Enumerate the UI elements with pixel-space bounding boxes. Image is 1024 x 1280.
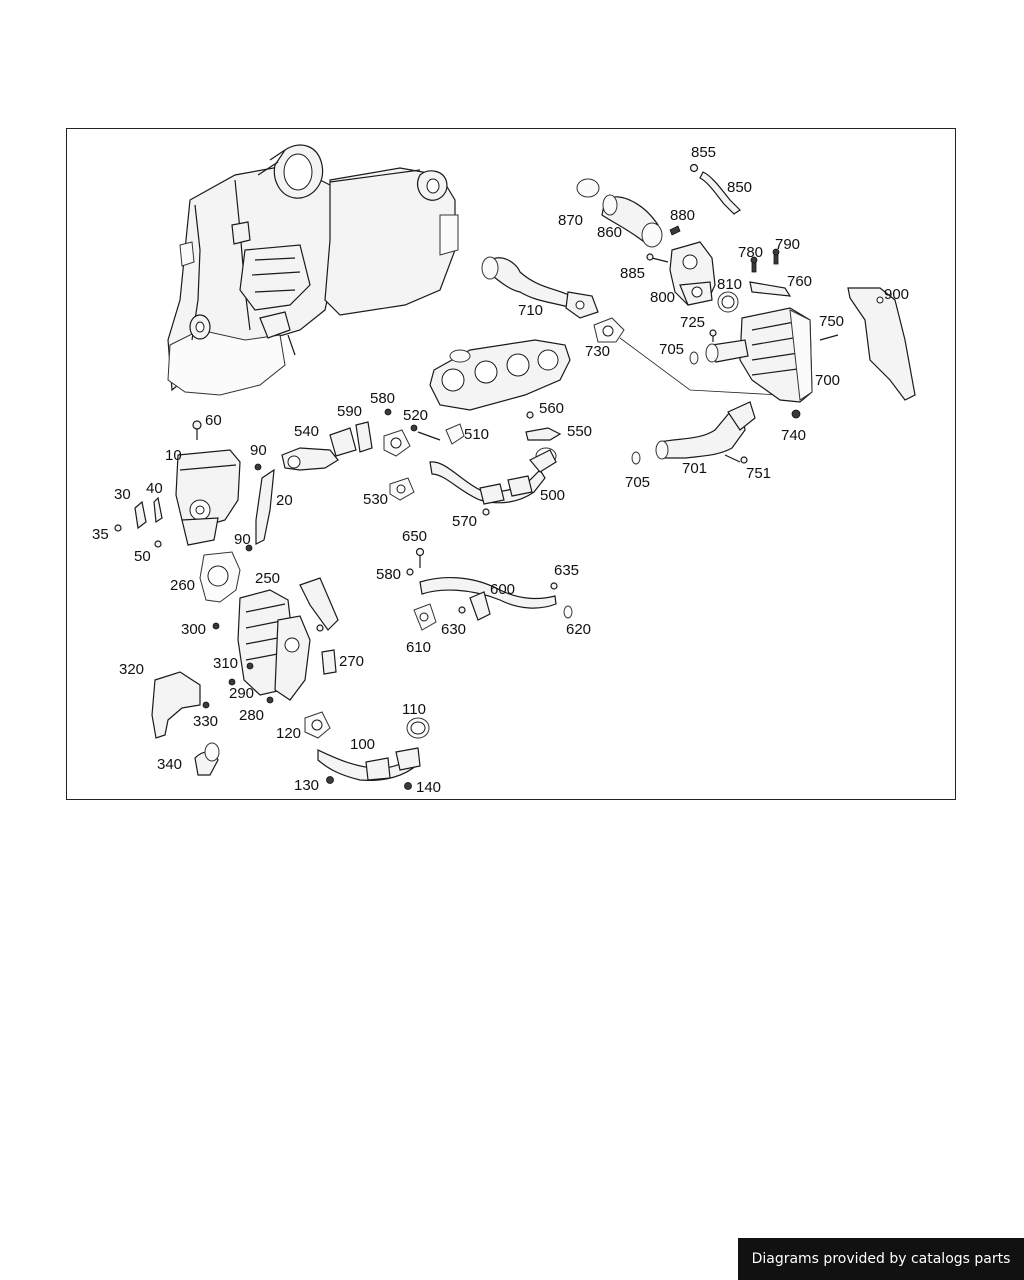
callout-800: 800 — [650, 289, 675, 306]
callout-620: 620 — [566, 621, 591, 638]
callout-130: 130 — [294, 777, 319, 794]
pipe-500 — [383, 429, 557, 516]
callout-260: 260 — [170, 577, 195, 594]
callout-610: 610 — [406, 639, 431, 656]
callout-730: 730 — [585, 343, 610, 360]
egr-cooler-700 — [689, 307, 839, 419]
cooler-assembly-250 — [199, 551, 339, 704]
callout-580: 580 — [376, 566, 401, 583]
callout-880: 880 — [670, 207, 695, 224]
particulate-filter-assembly — [167, 144, 459, 396]
callout-300: 300 — [181, 621, 206, 638]
pipe-710 — [481, 256, 599, 319]
callout-900: 900 — [884, 286, 909, 303]
callout-90: 90 — [250, 442, 267, 459]
callout-330: 330 — [193, 713, 218, 730]
callout-520: 520 — [403, 407, 428, 424]
callout-320: 320 — [119, 661, 144, 678]
callout-560: 560 — [539, 400, 564, 417]
pipe-320-340 — [151, 671, 220, 776]
manifold-small-parts — [281, 408, 562, 471]
heat-shield-900 — [847, 287, 916, 401]
callout-705: 705 — [625, 474, 650, 491]
callout-290: 290 — [229, 685, 254, 702]
callout-100: 100 — [350, 736, 375, 753]
callout-635: 635 — [554, 562, 579, 579]
callout-30: 30 — [114, 486, 131, 503]
callout-701: 701 — [682, 460, 707, 477]
callout-90: 90 — [234, 531, 251, 548]
callout-580: 580 — [370, 390, 395, 407]
egr-valve-800 — [646, 241, 792, 313]
callout-120: 120 — [276, 725, 301, 742]
callout-40: 40 — [146, 480, 163, 497]
callout-530: 530 — [363, 491, 388, 508]
callout-810: 810 — [717, 276, 742, 293]
pipe-100 — [304, 711, 430, 790]
callout-60: 60 — [205, 412, 222, 429]
hose-group-860 — [576, 163, 741, 248]
callout-510: 510 — [464, 426, 489, 443]
callout-500: 500 — [540, 487, 565, 504]
callout-725: 725 — [680, 314, 705, 331]
callout-885: 885 — [620, 265, 645, 282]
callout-740: 740 — [781, 427, 806, 444]
callout-310: 310 — [213, 655, 238, 672]
gasket-730 — [593, 317, 781, 396]
callout-790: 790 — [775, 236, 800, 253]
callout-250: 250 — [255, 570, 280, 587]
callout-870: 870 — [558, 212, 583, 229]
credit-banner: Diagrams provided by catalogs parts — [738, 1238, 1024, 1280]
callout-750: 750 — [819, 313, 844, 330]
callout-50: 50 — [134, 548, 151, 565]
credit-text: Diagrams provided by catalogs parts — [751, 1251, 1011, 1267]
callout-layer: 855 850 870 860 880 780 790 760 810 885 800 900 710 7… — [92, 144, 909, 796]
callout-570: 570 — [452, 513, 477, 530]
callout-20: 20 — [276, 492, 293, 509]
callout-860: 860 — [597, 224, 622, 241]
callout-280: 280 — [239, 707, 264, 724]
callout-600: 600 — [490, 581, 515, 598]
exhaust-manifold — [429, 339, 571, 411]
callout-700: 700 — [815, 372, 840, 389]
pipe-600 — [406, 547, 573, 631]
callout-270: 270 — [339, 653, 364, 670]
callout-35: 35 — [92, 526, 109, 543]
callout-630: 630 — [441, 621, 466, 638]
callout-705: 705 — [659, 341, 684, 358]
callout-850: 850 — [727, 179, 752, 196]
callout-751: 751 — [746, 465, 771, 482]
throttle-body-10 — [114, 420, 275, 552]
callout-540: 540 — [294, 423, 319, 440]
coolant-pipe-701 — [631, 401, 756, 465]
callout-855: 855 — [691, 144, 716, 161]
callout-710: 710 — [518, 302, 543, 319]
callout-650: 650 — [402, 528, 427, 545]
callout-590: 590 — [337, 403, 362, 420]
callout-340: 340 — [157, 756, 182, 773]
callout-780: 780 — [738, 244, 763, 261]
callout-10: 10 — [165, 447, 182, 464]
callout-110: 110 — [402, 701, 426, 718]
callout-550: 550 — [567, 423, 592, 440]
callout-140: 140 — [416, 779, 441, 796]
callout-760: 760 — [787, 273, 812, 290]
